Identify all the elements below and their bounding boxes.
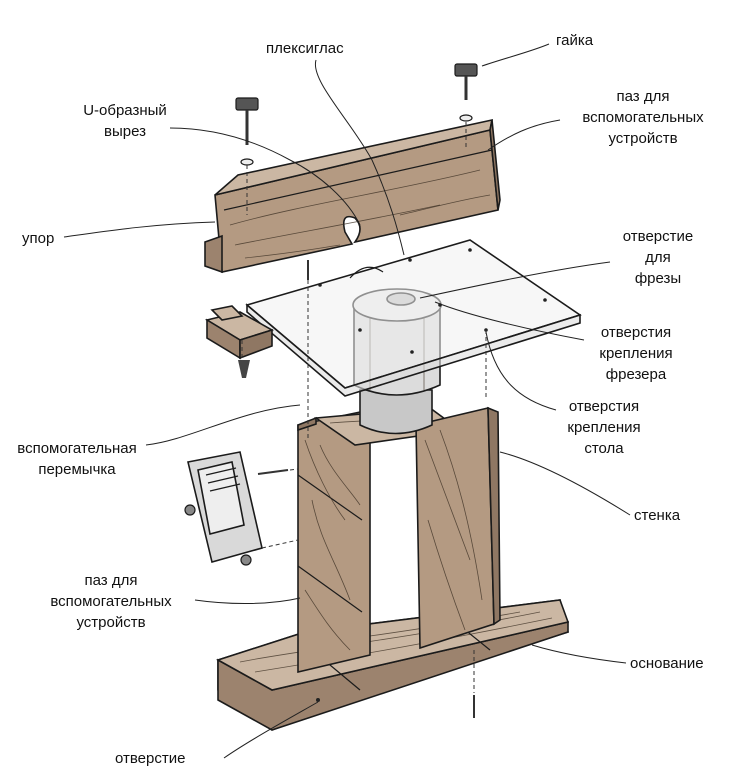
label-nut: гайка <box>556 32 594 49</box>
label-router-mount: отверстия крепления фрезера <box>584 322 688 385</box>
label-table-mount-line3: стола <box>584 440 624 457</box>
label-fence-slot: паз для вспомогательных устройств <box>556 86 730 149</box>
left-wall <box>297 409 371 674</box>
label-router-mount-line3: фрезера <box>605 366 667 383</box>
base-board <box>215 599 570 731</box>
label-fence-slot-line2: вспомогательных <box>582 109 704 126</box>
label-wall: стенка <box>634 507 681 524</box>
label-router-mount-line2: крепления <box>599 345 673 362</box>
plexiglass-plate <box>245 239 582 397</box>
label-hole: отверстие <box>115 750 186 767</box>
base-hole-dot <box>316 698 320 702</box>
aux-bridge-part <box>184 451 263 566</box>
left-bolt <box>235 97 259 166</box>
screws <box>257 260 475 718</box>
label-aux-bridge-line2: перемычка <box>38 461 116 478</box>
label-aux-bridge-line1: вспомогательная <box>17 440 137 457</box>
label-fence-slot-line3: устройств <box>608 130 678 147</box>
label-cutter-hole-line3: фрезы <box>634 270 682 287</box>
right-bolt <box>454 63 478 122</box>
label-u-cutout-line1: U-образный <box>83 102 167 119</box>
label-base: основание <box>630 655 704 672</box>
label-u-cutout-line2: вырез <box>104 123 146 140</box>
label-fence: упор <box>22 230 55 247</box>
leader-lines <box>63 43 631 759</box>
label-table-mount-line1: отверстия <box>568 398 640 415</box>
label-cutter-hole: отверстие для фрезы <box>608 226 708 289</box>
right-wall <box>415 406 501 650</box>
label-side-slot: паз для вспомогательных устройств <box>24 570 198 633</box>
assembly-lines <box>241 122 487 693</box>
label-side-slot-line2: вспомогательных <box>50 593 172 610</box>
small-clamp <box>204 305 275 378</box>
label-cutter-hole-line1: отверстие <box>622 228 694 245</box>
label-cutter-hole-line2: для <box>645 249 671 266</box>
label-router-mount-line1: отверстия <box>600 324 672 341</box>
label-table-mount-line2: крепления <box>567 419 641 436</box>
label-plexiglass: плексиглас <box>266 40 344 57</box>
label-side-slot-line3: устройств <box>76 614 146 631</box>
label-u-cutout: U-образный вырез <box>64 100 186 142</box>
label-side-slot-line1: паз для <box>84 572 138 589</box>
fence <box>204 118 501 274</box>
label-fence-slot-line1: паз для <box>616 88 670 105</box>
label-table-mount: отверстия крепления стола <box>552 396 656 459</box>
label-aux-bridge: вспомогательная перемычка <box>4 438 150 480</box>
